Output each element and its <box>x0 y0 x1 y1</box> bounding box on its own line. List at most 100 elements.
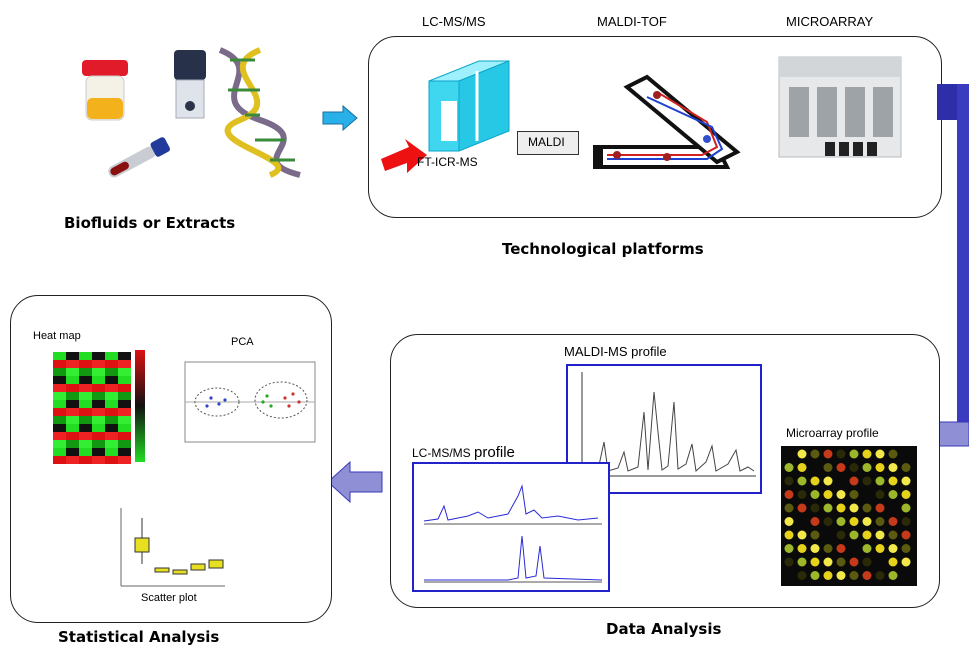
heatmap-cell <box>118 360 131 368</box>
microarray-spot <box>797 544 807 553</box>
heatmap-cell <box>118 448 131 456</box>
microarray-spot <box>784 530 794 540</box>
microarray-spot <box>797 571 807 580</box>
heatmap-cell <box>66 424 79 432</box>
heatmap-cell <box>66 392 79 400</box>
microarray-spot <box>784 544 794 553</box>
microarray-spot <box>823 517 833 526</box>
platforms-caption: Technological platforms <box>502 240 704 258</box>
microarray-spot <box>875 490 885 499</box>
microarray-spot <box>797 557 807 567</box>
heatmap-cell <box>79 384 92 392</box>
biofluids-caption: Biofluids or Extracts <box>64 214 236 232</box>
microarray-spot <box>901 557 911 567</box>
microarray-spot <box>875 449 885 459</box>
microarray-spot <box>810 530 820 540</box>
heatmap-cell <box>53 424 66 432</box>
lcms-label: LC-MS/MS <box>422 14 486 29</box>
microarray-spot <box>901 503 911 513</box>
heatmap-cell <box>105 376 118 384</box>
heatmap-cell <box>79 432 92 440</box>
heatmap-cell <box>105 424 118 432</box>
lcms-profile-chart <box>412 462 610 592</box>
lcms-profile-label: LC-MS/MS profile <box>412 444 515 461</box>
maldi-source-label: MALDI <box>528 135 565 149</box>
heatmap-cell <box>66 408 79 416</box>
microarray-spot <box>823 490 833 499</box>
heatmap-cell <box>92 384 105 392</box>
heatmap-cell <box>66 432 79 440</box>
heatmap-cell <box>79 456 92 464</box>
ft-icr-instrument-icon <box>428 60 510 152</box>
heatmap-cell <box>79 360 92 368</box>
sample-cup-icon <box>82 60 128 121</box>
microarray-spot <box>862 503 872 513</box>
microarray-spot <box>823 503 833 513</box>
microarray-spot <box>784 463 794 472</box>
microarray-spot <box>875 517 885 526</box>
pca-chart <box>184 361 316 443</box>
heatmap-cell <box>118 392 131 400</box>
microarray-spot <box>810 544 820 553</box>
microarray-instrument-icon <box>778 56 902 158</box>
microarray-spot <box>810 503 820 513</box>
heatmap-cell <box>105 408 118 416</box>
heatmap-cell <box>118 368 131 376</box>
heatmap-cell <box>53 392 66 400</box>
heatmap-cell <box>66 440 79 448</box>
heatmap-cell <box>53 368 66 376</box>
heatmap-cell <box>105 384 118 392</box>
microarray-spot <box>888 530 898 540</box>
heatmap-cell <box>66 360 79 368</box>
microarray-spot <box>797 503 807 513</box>
microarray-spot <box>888 557 898 567</box>
microarray-spot <box>810 571 820 580</box>
heatmap-cell <box>92 440 105 448</box>
microarray-spot <box>836 530 846 540</box>
heatmap-cell <box>118 400 131 408</box>
microarray-spot <box>810 557 820 567</box>
microarray-spot <box>849 517 859 526</box>
heatmap-cell <box>79 368 92 376</box>
microarray-spot <box>875 544 885 553</box>
heatmap-chart <box>53 350 145 464</box>
microarray-spot <box>849 503 859 513</box>
red-arrow-icon <box>381 139 427 173</box>
microarray-spot <box>849 463 859 472</box>
microarray-spot <box>797 530 807 540</box>
heatmap-cell <box>79 352 92 360</box>
heatmap-cell <box>92 352 105 360</box>
microarray-spot <box>901 517 911 526</box>
microarray-label: MICROARRAY <box>786 14 874 29</box>
heatmap-cell <box>79 392 92 400</box>
dna-icon <box>218 47 301 178</box>
microarray-spot <box>836 463 846 472</box>
microarray-spot <box>836 449 846 459</box>
heatmap-cell <box>92 424 105 432</box>
heatmap-cell <box>79 416 92 424</box>
microarray-spot <box>849 557 859 567</box>
heatmap-cell <box>92 400 105 408</box>
lcms-profile-prefix: LC-MS/MS <box>412 446 471 460</box>
heatmap-cell <box>66 416 79 424</box>
heatmap-cell <box>79 400 92 408</box>
microarray-spot <box>849 571 859 580</box>
microarray-spot <box>901 490 911 499</box>
microarray-spot <box>888 490 898 499</box>
heatmap-cell <box>66 384 79 392</box>
heatmap-cell <box>53 448 66 456</box>
microarray-spot <box>836 557 846 567</box>
microarray-spot <box>888 449 898 459</box>
heatmap-cell <box>92 368 105 376</box>
heatmap-cell <box>53 400 66 408</box>
heatmap-cell <box>66 352 79 360</box>
ft-icr-label: FT-ICR-MS <box>417 155 478 169</box>
microarray-spot <box>823 544 833 553</box>
microarray-spot <box>823 463 833 472</box>
heatmap-cell <box>118 424 131 432</box>
maldi-tof-label: MALDI-TOF <box>597 14 667 29</box>
microarray-spot <box>862 463 872 472</box>
heatmap-cell <box>66 400 79 408</box>
heatmap-cell <box>105 400 118 408</box>
microarray-spot <box>823 449 833 459</box>
